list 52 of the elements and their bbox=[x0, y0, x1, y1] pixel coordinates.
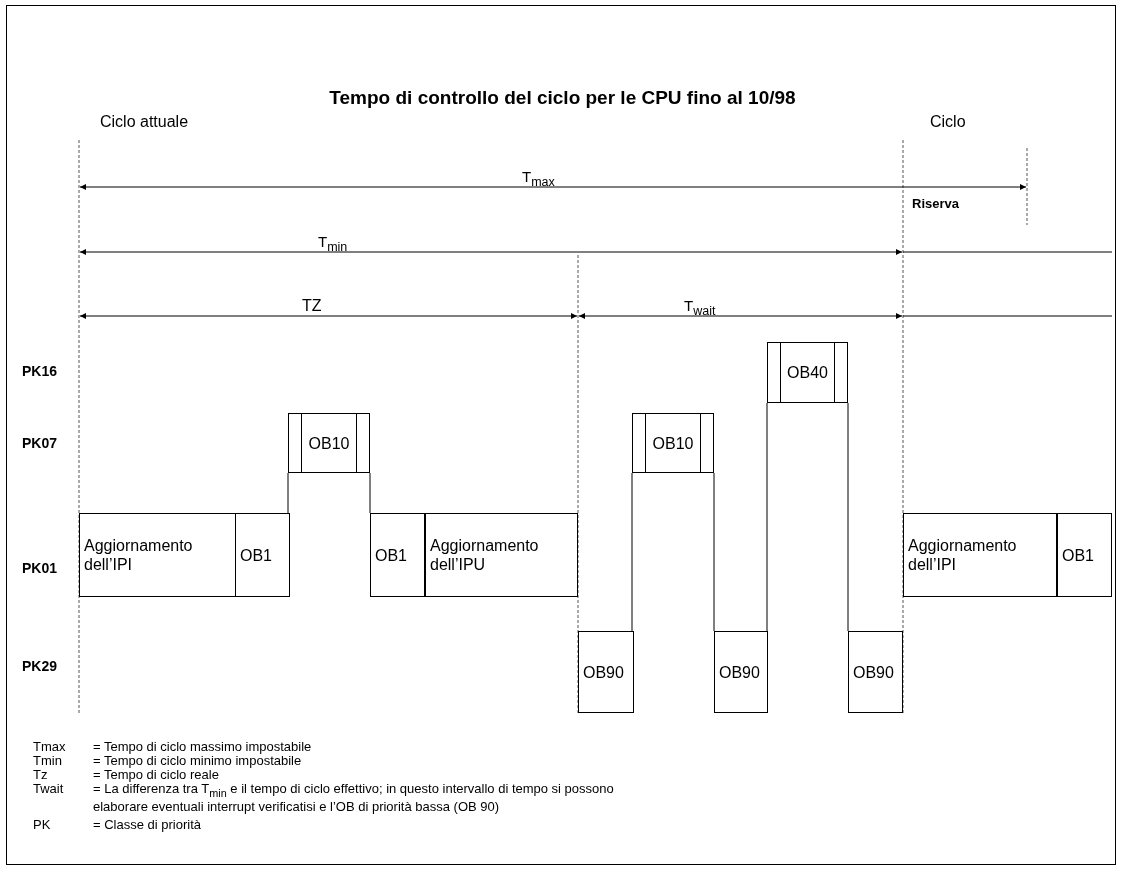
key-term: Twait bbox=[33, 782, 64, 796]
task-label: OB1 bbox=[239, 545, 272, 565]
key-definition: = Tempo di ciclo massimo impostabile bbox=[93, 740, 312, 754]
priority-label: PK01 bbox=[22, 559, 58, 578]
task-label: OB90 bbox=[582, 662, 624, 682]
transition-line bbox=[847, 402, 849, 632]
key-definition: = Tempo di ciclo minimo impostabile bbox=[93, 754, 302, 768]
transition-line bbox=[766, 402, 768, 632]
task-label: OB90 bbox=[852, 662, 894, 682]
reserve-label: Riserva bbox=[912, 197, 959, 211]
dimension-label: TZ bbox=[302, 296, 322, 316]
task-label: OB10 bbox=[308, 433, 350, 453]
task-label: OB90 bbox=[718, 662, 760, 682]
task-label: Aggiornamento dell’IPI bbox=[83, 536, 194, 574]
key-term: Tmax bbox=[33, 740, 66, 754]
transition-line bbox=[631, 472, 633, 632]
phase-label: Ciclo bbox=[930, 112, 966, 132]
task-block bbox=[79, 513, 236, 597]
task-block bbox=[288, 413, 370, 473]
key-term: Tmin bbox=[33, 754, 62, 768]
task-block bbox=[370, 513, 425, 597]
task-label: OB10 bbox=[652, 433, 694, 453]
dimension-label: T$_{max}$ bbox=[522, 167, 555, 191]
task-label: OB1 bbox=[374, 545, 407, 565]
phase-label: Ciclo attuale bbox=[100, 112, 189, 132]
task-block bbox=[903, 513, 1057, 597]
diagram-title: Tempo di controllo del ciclo per le CPU fino al 10/98 bbox=[328, 87, 797, 109]
task-block bbox=[578, 631, 634, 713]
priority-label: PK16 bbox=[22, 362, 58, 381]
task-label: OB1 bbox=[1061, 545, 1094, 565]
task-block bbox=[767, 342, 848, 403]
key-definition: = Tempo di ciclo reale bbox=[93, 768, 219, 782]
transition-line bbox=[713, 472, 715, 632]
task-label: Aggiornamento dell’IPI bbox=[907, 536, 1018, 574]
priority-label: PK29 bbox=[22, 657, 58, 676]
task-block bbox=[632, 413, 714, 473]
task-block bbox=[425, 513, 578, 597]
task-block bbox=[1057, 513, 1112, 597]
transition-line bbox=[369, 472, 371, 514]
key-term: PK bbox=[33, 818, 51, 832]
dimension-label: T$_{wait}$ bbox=[684, 296, 716, 320]
transition-line bbox=[287, 472, 289, 514]
task-label: Aggiornamento dell’IPU bbox=[429, 536, 540, 574]
task-block bbox=[848, 631, 903, 713]
key-definition: = La differenza tra T$_{min}$ e il tempo di ciclo effettivo; in questo intervallo di tempo si possono elaborare eventuali interrupt verificatisi e l’OB di priorità bassa (OB 90) bbox=[93, 782, 615, 814]
priority-label: PK07 bbox=[22, 434, 58, 453]
task-block bbox=[714, 631, 768, 713]
task-block bbox=[235, 513, 290, 597]
task-label: OB40 bbox=[787, 363, 828, 382]
key-definition: = Classe di priorità bbox=[93, 818, 202, 832]
key-term: Tz bbox=[33, 768, 48, 782]
dimension-label: T$_{min}$ bbox=[318, 232, 348, 256]
